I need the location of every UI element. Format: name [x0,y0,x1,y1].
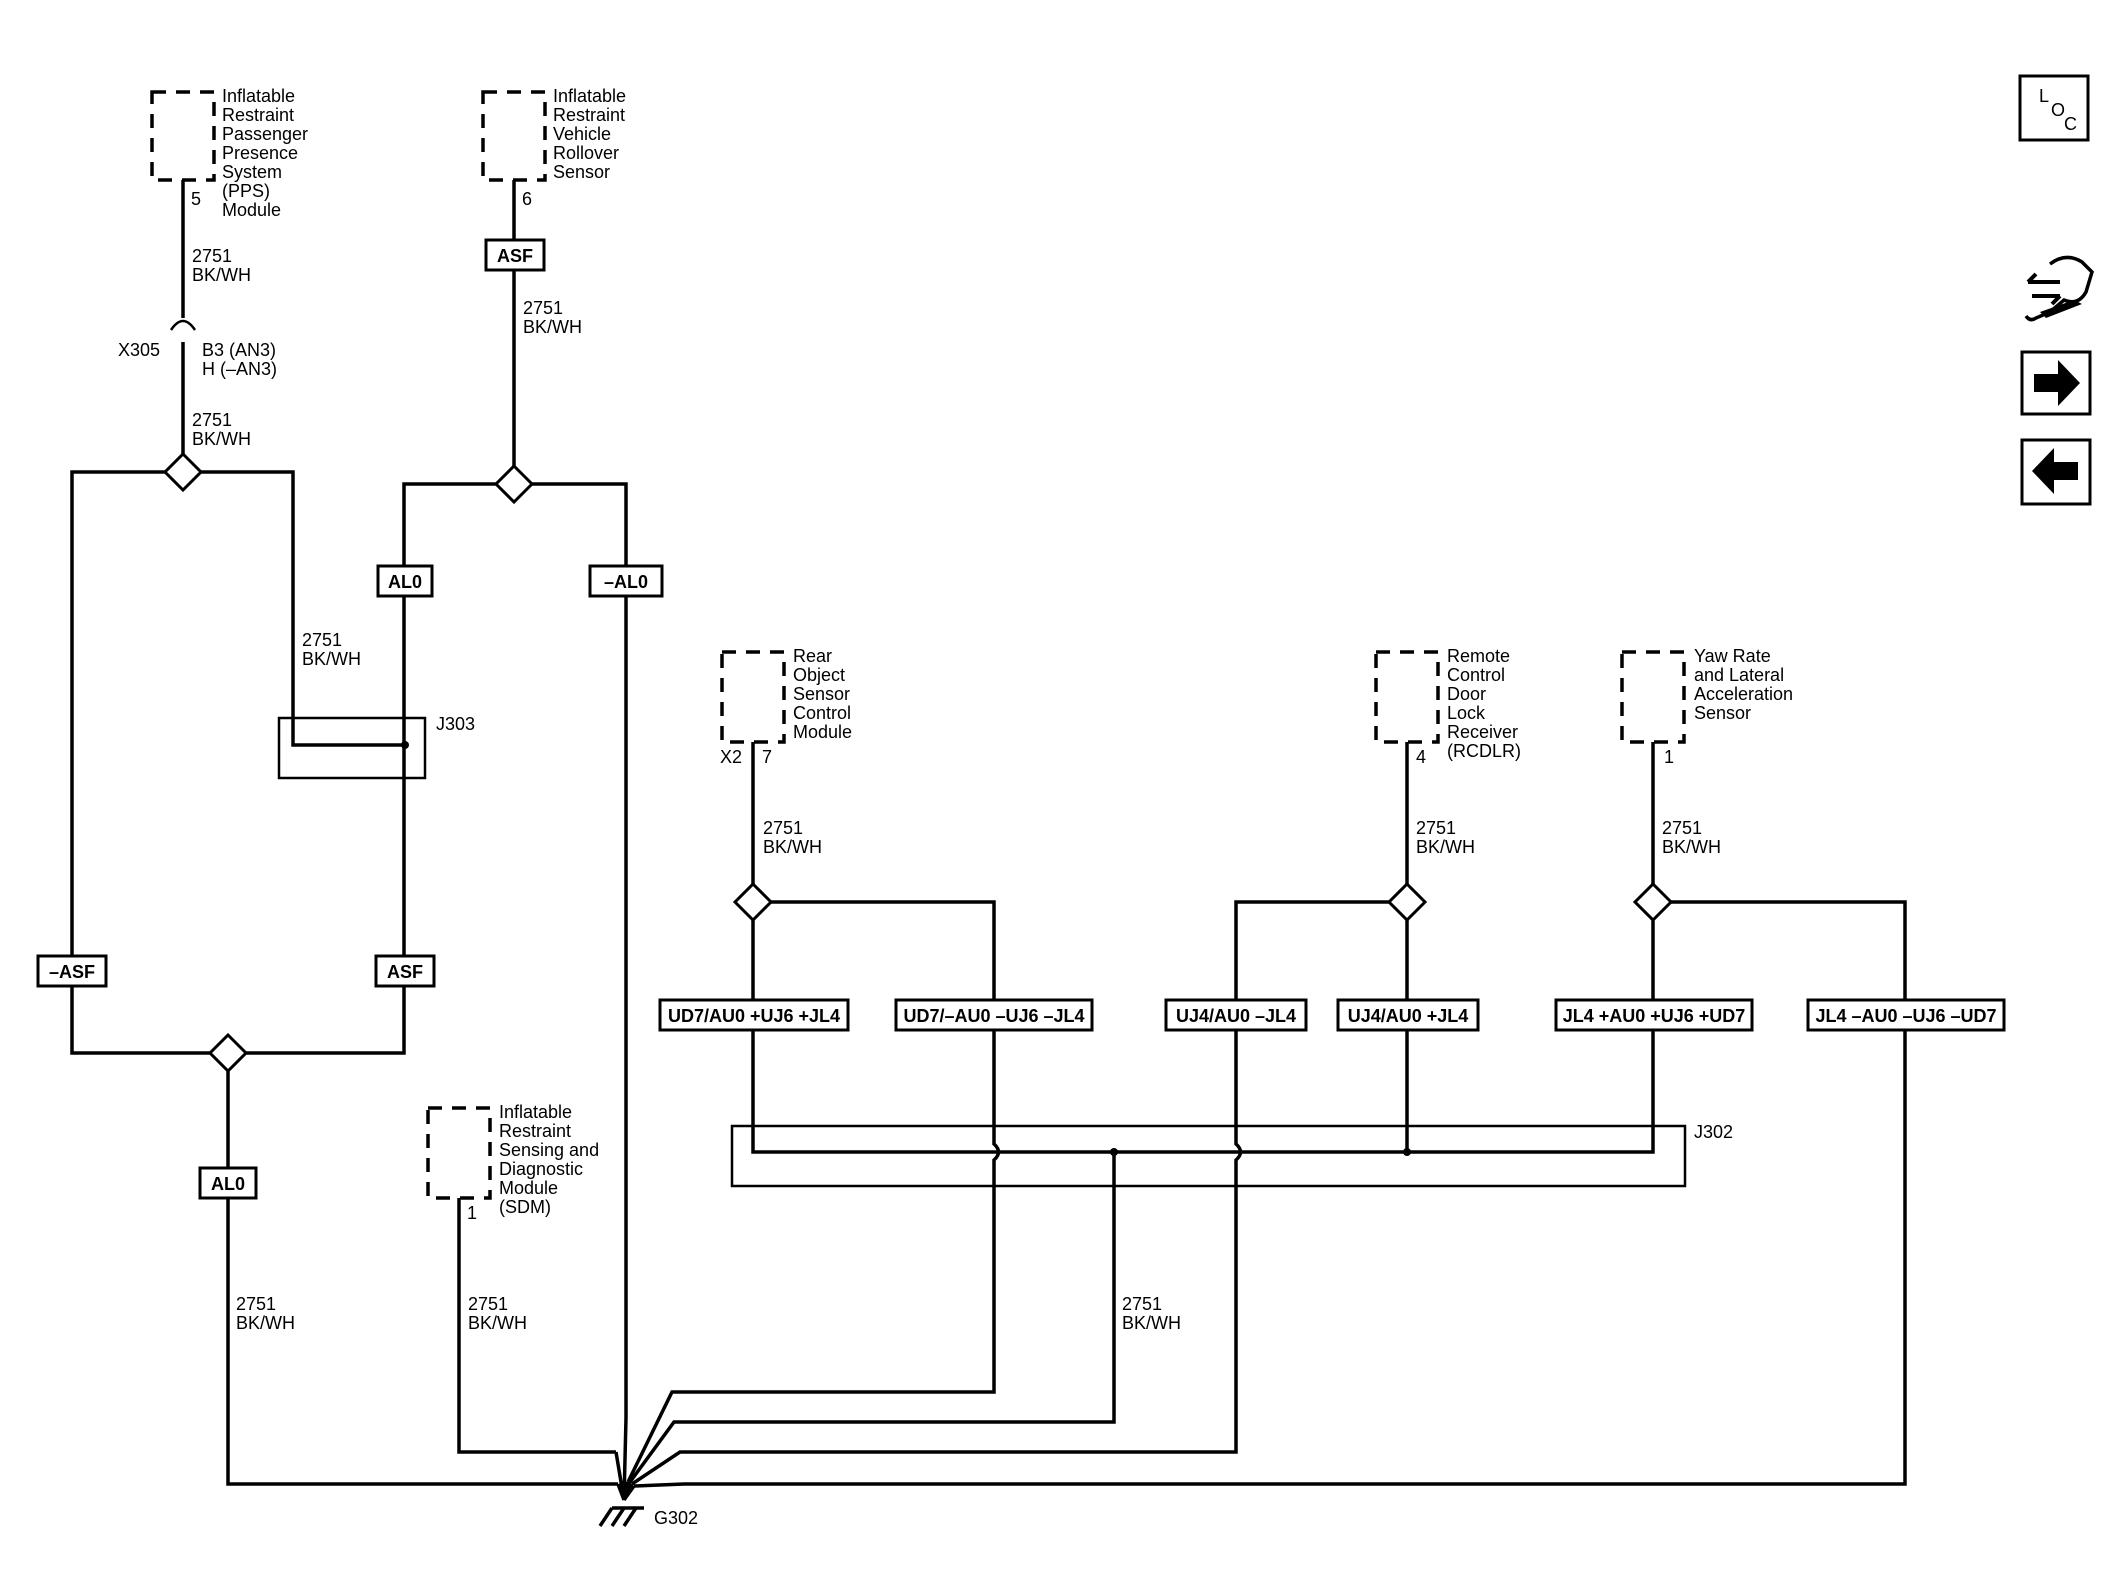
sdm-pin: 1 [467,1203,477,1223]
yaw-rate-sensor: Yaw Rate and Lateral Acceleration Sensor… [1620,646,1798,767]
rear-object-label: Rear Object Sensor Control Module [793,646,856,742]
option-not-asf: –ASF [36,954,108,988]
option-not-al0: –AL0 [588,564,664,598]
j302-label: J302 [1694,1122,1733,1142]
prev-page-button[interactable] [2020,438,2092,506]
ground-symbol: G302 [598,1506,698,1528]
svg-text:–AL0: –AL0 [604,572,648,592]
option-uj4-jl4: UJ4/AU0 +JL4 [1336,998,1480,1032]
rcdlr-label: Remote Control Door Lock Receiver (RCDLR… [1447,646,1523,761]
wires [70,180,1907,1502]
pps-module: Inflatable Restraint Passenger Presence … [150,86,313,220]
svg-text:UJ4/AU0 –JL4: UJ4/AU0 –JL4 [1176,1006,1296,1026]
option-boxes: ASF AL0 –AL0 –ASF ASF AL0 UD7/AU0 +UJ6 +… [36,238,2006,1200]
svg-text:JL4 –AU0 –UJ6 –UD7: JL4 –AU0 –UJ6 –UD7 [1815,1006,1996,1026]
option-jl4-not-au0: JL4 –AU0 –UJ6 –UD7 [1806,998,2006,1032]
sdm-module: Inflatable Restraint Sensing and Diagnos… [426,1102,604,1223]
rcdlr-pin: 4 [1416,747,1426,767]
yaw-rate-pin: 1 [1664,747,1674,767]
svg-text:UD7/AU0 +UJ6 +JL4: UD7/AU0 +UJ6 +JL4 [668,1006,840,1026]
svg-text:UJ4/AU0 +JL4: UJ4/AU0 +JL4 [1348,1006,1469,1026]
option-jl4-au0: JL4 +AU0 +UJ6 +UD7 [1554,998,1754,1032]
pps-pin: 5 [191,189,201,209]
connector-labels: X305 B3 (AN3)H (–AN3) J303 J302 [118,340,1733,1142]
splice-nodes [162,451,1674,1156]
rollover-pin: 6 [522,189,532,209]
loc-icon-o: O [2051,100,2065,120]
x305-label: X305 [118,340,160,360]
svg-text:–ASF: –ASF [49,962,95,982]
service-info-icon[interactable] [2024,255,2094,322]
ground-label: G302 [654,1508,698,1528]
next-page-button[interactable] [2020,350,2092,416]
j303-label: J303 [436,714,475,734]
svg-text:UD7/–AU0 –UJ6 –JL4: UD7/–AU0 –UJ6 –JL4 [903,1006,1084,1026]
svg-text:JL4 +AU0 +UJ6 +UD7: JL4 +AU0 +UJ6 +UD7 [1563,1006,1746,1026]
option-al0-left: AL0 [376,564,434,598]
option-asf-top: ASF [484,238,546,272]
x305-pin-label: B3 (AN3)H (–AN3) [202,340,277,379]
rear-object-sensor-module: Rear Object Sensor Control Module X2 7 [720,646,856,767]
arrow-left-icon [2032,448,2078,494]
sdm-label: Inflatable Restraint Sensing and Diagnos… [499,1102,604,1217]
pps-module-label: Inflatable Restraint Passenger Presence … [222,86,313,220]
option-uj4-not-jl4: UJ4/AU0 –JL4 [1164,998,1308,1032]
rear-object-pin: 7 [762,747,772,767]
rcdlr-module: Remote Control Door Lock Receiver (RCDLR… [1374,646,1523,767]
rollover-sensor: Inflatable Restraint Vehicle Rollover Se… [481,86,631,209]
loc-icon-c: C [2064,114,2077,134]
svg-text:AL0: AL0 [211,1174,245,1194]
option-ud7-au0: UD7/AU0 +UJ6 +JL4 [658,998,850,1032]
svg-text:AL0: AL0 [388,572,422,592]
svg-text:ASF: ASF [497,246,533,266]
rollover-sensor-label: Inflatable Restraint Vehicle Rollover Se… [553,86,631,182]
loc-button[interactable]: L O C [2018,74,2090,142]
svg-text:ASF: ASF [387,962,423,982]
loc-icon-l: L [2039,86,2049,106]
option-al0-bottom: AL0 [198,1166,258,1200]
rear-object-connector: X2 [720,747,742,767]
yaw-rate-label: Yaw Rate and Lateral Acceleration Sensor [1694,646,1798,723]
arrow-right-icon [2034,360,2080,406]
option-asf-mid: ASF [374,954,436,988]
option-ud7-not-au0: UD7/–AU0 –UJ6 –JL4 [894,998,1094,1032]
